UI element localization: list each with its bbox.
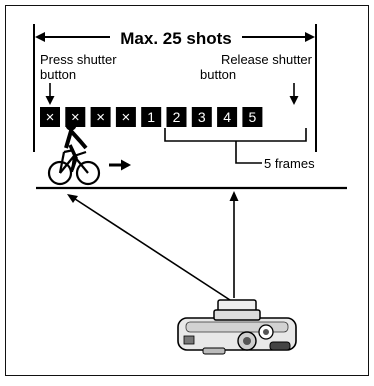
discarded-frame-box [40,107,60,127]
kept-frame-box [217,107,238,127]
press-shutter-label-line1: Press shutter [40,52,117,67]
kept-frame-number: 2 [173,109,181,125]
press-down-arrow-icon [45,83,55,105]
kept-frame-box [242,107,263,127]
discarded-frame-box [115,107,136,127]
discarded-frame-mark: × [46,109,55,126]
kept-frame-box [166,107,187,127]
five-frames-bracket [164,128,307,164]
kept-frame-number: 5 [249,109,257,125]
right-arrowhead-icon [305,32,315,42]
kept-frame-number: 4 [223,109,231,125]
release-down-arrow-icon [289,83,299,105]
compact-camera-icon [177,299,297,355]
press-shutter-label-line2: button [40,67,76,82]
diagram-border [5,5,369,376]
kept-frame-number: 3 [198,109,206,125]
sight-arrowhead-icon [229,191,239,201]
five-frames-label: 5 frames [264,156,315,171]
kept-frame-number: 1 [147,109,155,125]
max-shots-dimension-line [33,24,317,152]
kept-frame-box [141,107,162,127]
left-arrowhead-icon [35,32,45,42]
kept-frame-box [191,107,212,127]
discarded-frame-mark: × [96,109,105,126]
discarded-frame-mark: × [71,109,80,126]
sight-arrowhead-icon [67,194,78,203]
max-shots-label: Max. 25 shots [120,29,232,48]
discarded-frame-mark: × [122,109,131,126]
cyclist-icon [47,119,101,186]
release-shutter-label-line2: button [200,67,236,82]
release-shutter-label-line1: Release shutter [221,52,313,67]
motion-right-arrow-icon [109,159,131,171]
sight-lines [67,191,239,301]
discarded-frame-box [90,107,111,127]
